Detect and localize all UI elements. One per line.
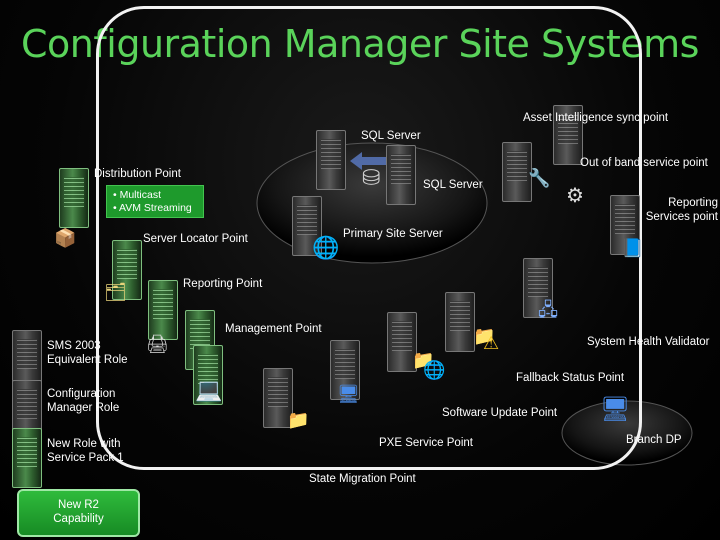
management-point-label: Management Point xyxy=(225,323,322,335)
laptop-icon: 💻 xyxy=(195,377,223,402)
out-of-band-server-icon xyxy=(502,142,532,202)
legend-newrole-server-icon xyxy=(12,428,42,488)
sql-server-label: SQL Server xyxy=(423,179,483,191)
branch-dp-computer-icon: 🖥 xyxy=(600,396,631,423)
legend-newrole-label: New Role with Service Pack 1 xyxy=(47,438,124,464)
sql-server-top-icon xyxy=(316,130,346,190)
pxe-server-icon xyxy=(263,368,293,428)
software-update-server-icon xyxy=(330,340,360,400)
fallback-folder-icon: 📁 xyxy=(412,350,435,370)
reporting-book-icon: 📘 xyxy=(621,238,644,258)
database-icon: ⛁ xyxy=(362,165,381,190)
out-of-band-label: Out of band service point xyxy=(580,157,708,169)
folder-icon: 📁 xyxy=(473,326,496,346)
sql-server-icon xyxy=(386,145,416,205)
reporting-chart-icon: ⚙ xyxy=(566,185,584,207)
reporting-services-server-icon xyxy=(610,195,640,255)
management-server-icon xyxy=(445,292,475,352)
pxe-folder-icon: 📁 xyxy=(287,410,310,430)
globe-icon: 🌐 xyxy=(312,235,340,260)
distribution-features-box: • Multicast • AVM Streaming xyxy=(106,185,204,218)
site-boundary xyxy=(96,6,642,470)
reporting-services-label: Reporting Services point xyxy=(645,197,718,223)
primary-site-server-icon xyxy=(292,196,322,256)
legend-configmgr-label: Configuration Manager Role xyxy=(47,388,120,414)
package-icon: 📦 xyxy=(54,228,77,248)
fallback-globe-icon: 🌐 xyxy=(423,360,446,380)
fallback-status-server-icon xyxy=(387,312,417,372)
software-update-label: Software Update Point xyxy=(442,407,558,419)
state-migration-server-icon xyxy=(193,345,223,405)
feature-multicast: • Multicast xyxy=(113,189,162,201)
feature-avm-streaming: • AVM Streaming xyxy=(113,202,192,214)
distribution-point-label: Distribution Point xyxy=(94,168,181,180)
legend-sms2003-label: SMS 2003 Equivalent Role xyxy=(47,340,128,366)
reporting-point-icon: 🗂 xyxy=(104,282,127,302)
warning-icon: ⚠ xyxy=(483,333,500,353)
branch-dp-label: Branch DP xyxy=(626,434,682,446)
fallback-status-label: Fallback Status Point xyxy=(516,372,625,384)
server-locator-label: Server Locator Point xyxy=(143,233,248,245)
monitors-icon: 🖥 xyxy=(337,384,360,404)
replication-arrow xyxy=(350,152,395,170)
reporting-point-label: Reporting Point xyxy=(183,278,263,290)
legend-r2-label: New R2 Capability xyxy=(53,499,104,525)
system-health-label: System Health Validator xyxy=(587,336,710,348)
state-migration-label: State Migration Point xyxy=(309,473,416,485)
network-icon: 🖧 xyxy=(538,300,559,320)
distribution-point-server-icon xyxy=(59,168,89,228)
server-locator-server-icon xyxy=(112,240,142,300)
asset-intelligence-label: Asset Intelligence sync point xyxy=(523,112,669,124)
asset-intelligence-server-icon xyxy=(553,105,583,165)
legend-r2-box: New R2 Capability xyxy=(17,489,140,537)
reporting-point-server-icon xyxy=(148,280,178,340)
sql-server-top-label: SQL Server xyxy=(361,130,421,142)
primary-site-label: Primary Site Server xyxy=(343,228,443,240)
printer-icon: 🖨 xyxy=(146,334,169,354)
pxe-service-label: PXE Service Point xyxy=(379,437,473,449)
system-health-server-icon xyxy=(523,258,553,318)
out-of-band-icon: 🔧 xyxy=(528,168,551,188)
